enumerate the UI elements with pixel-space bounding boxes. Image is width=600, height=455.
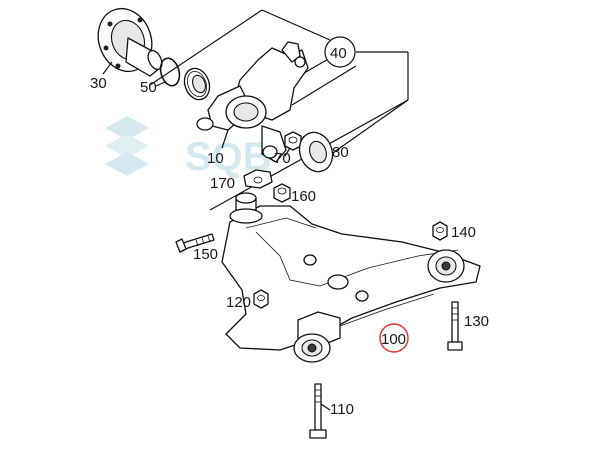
front-bushing-nut — [253, 289, 269, 309]
callout-40: 40 — [330, 45, 347, 62]
callout-40-circle — [324, 36, 356, 68]
callout-140: 140 — [451, 224, 476, 241]
callout-110: 110 — [330, 401, 354, 418]
ball-joint-nut — [273, 183, 291, 203]
lower-control-arm — [221, 192, 481, 363]
watermark-logo: SQB — [105, 116, 272, 179]
rear-bushing-nut — [432, 221, 448, 241]
callout-30: 30 — [90, 75, 107, 92]
retaining-ring — [155, 57, 181, 87]
callout-100: 100 — [381, 331, 406, 348]
callout-10: 10 — [207, 150, 224, 167]
ball-joint-bolt — [175, 233, 215, 253]
rear-mounting-bolt — [447, 301, 463, 351]
wheel-hub-flange — [97, 7, 163, 77]
wheel-bearing — [183, 67, 211, 101]
callout-150: 150 — [193, 246, 218, 263]
callout-130: 130 — [464, 313, 489, 330]
steering-knuckle — [196, 41, 309, 163]
callout-80: 80 — [332, 144, 349, 161]
callout-70: 70 — [274, 150, 291, 167]
front-mounting-bolt — [309, 383, 331, 439]
washer-plate — [243, 169, 273, 189]
dust-cover-cap — [298, 131, 334, 173]
callout-120: 120 — [226, 294, 251, 311]
knuckle-nut — [284, 131, 302, 157]
callout-170: 170 — [210, 175, 235, 192]
callout-160: 160 — [291, 188, 316, 205]
callout-50: 50 — [140, 79, 157, 96]
callout-100-highlight — [379, 323, 409, 353]
